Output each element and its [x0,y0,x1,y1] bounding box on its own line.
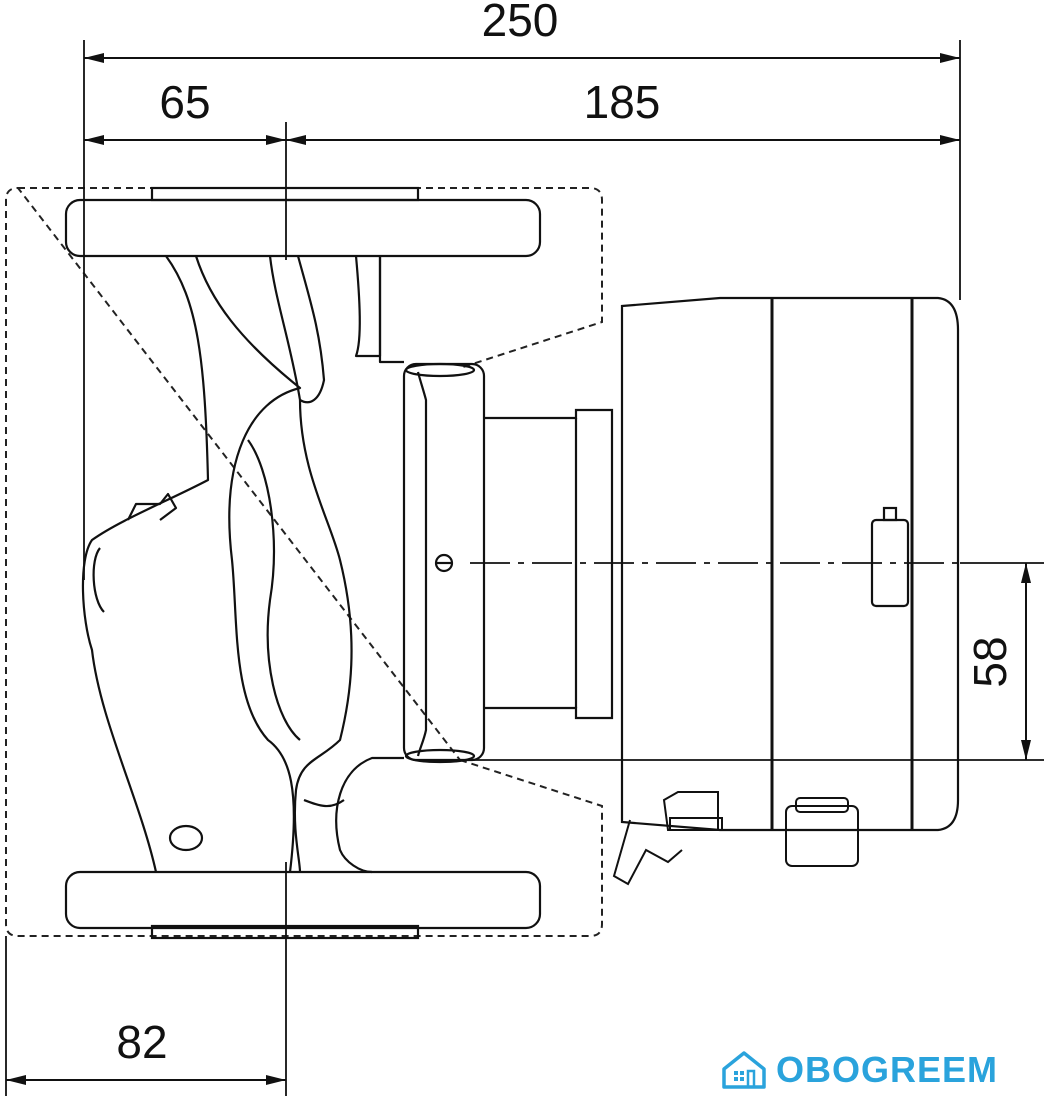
bottom-flange [64,870,542,940]
dim-axis-offset: 58 [964,636,1016,687]
motor-housing [620,296,960,832]
watermark-brand: OBOGREEM [776,1049,999,1090]
watermark: OBOGREEM [720,1048,998,1092]
house-icon [722,1051,766,1089]
dim-flange-offset: 82 [116,1016,167,1068]
dimension-lines [6,53,1031,1085]
dashed-envelope-outline [5,186,603,937]
cable-connectors [612,791,859,886]
extension-lines [5,40,1044,1096]
top-flange [64,186,542,258]
pump-body [81,255,404,874]
dim-motor-length: 185 [584,76,661,128]
motor-clamp-ring [402,362,486,764]
dim-inlet-offset: 65 [159,76,210,128]
motor-neck [484,408,614,720]
dim-overall-width: 250 [482,0,559,46]
